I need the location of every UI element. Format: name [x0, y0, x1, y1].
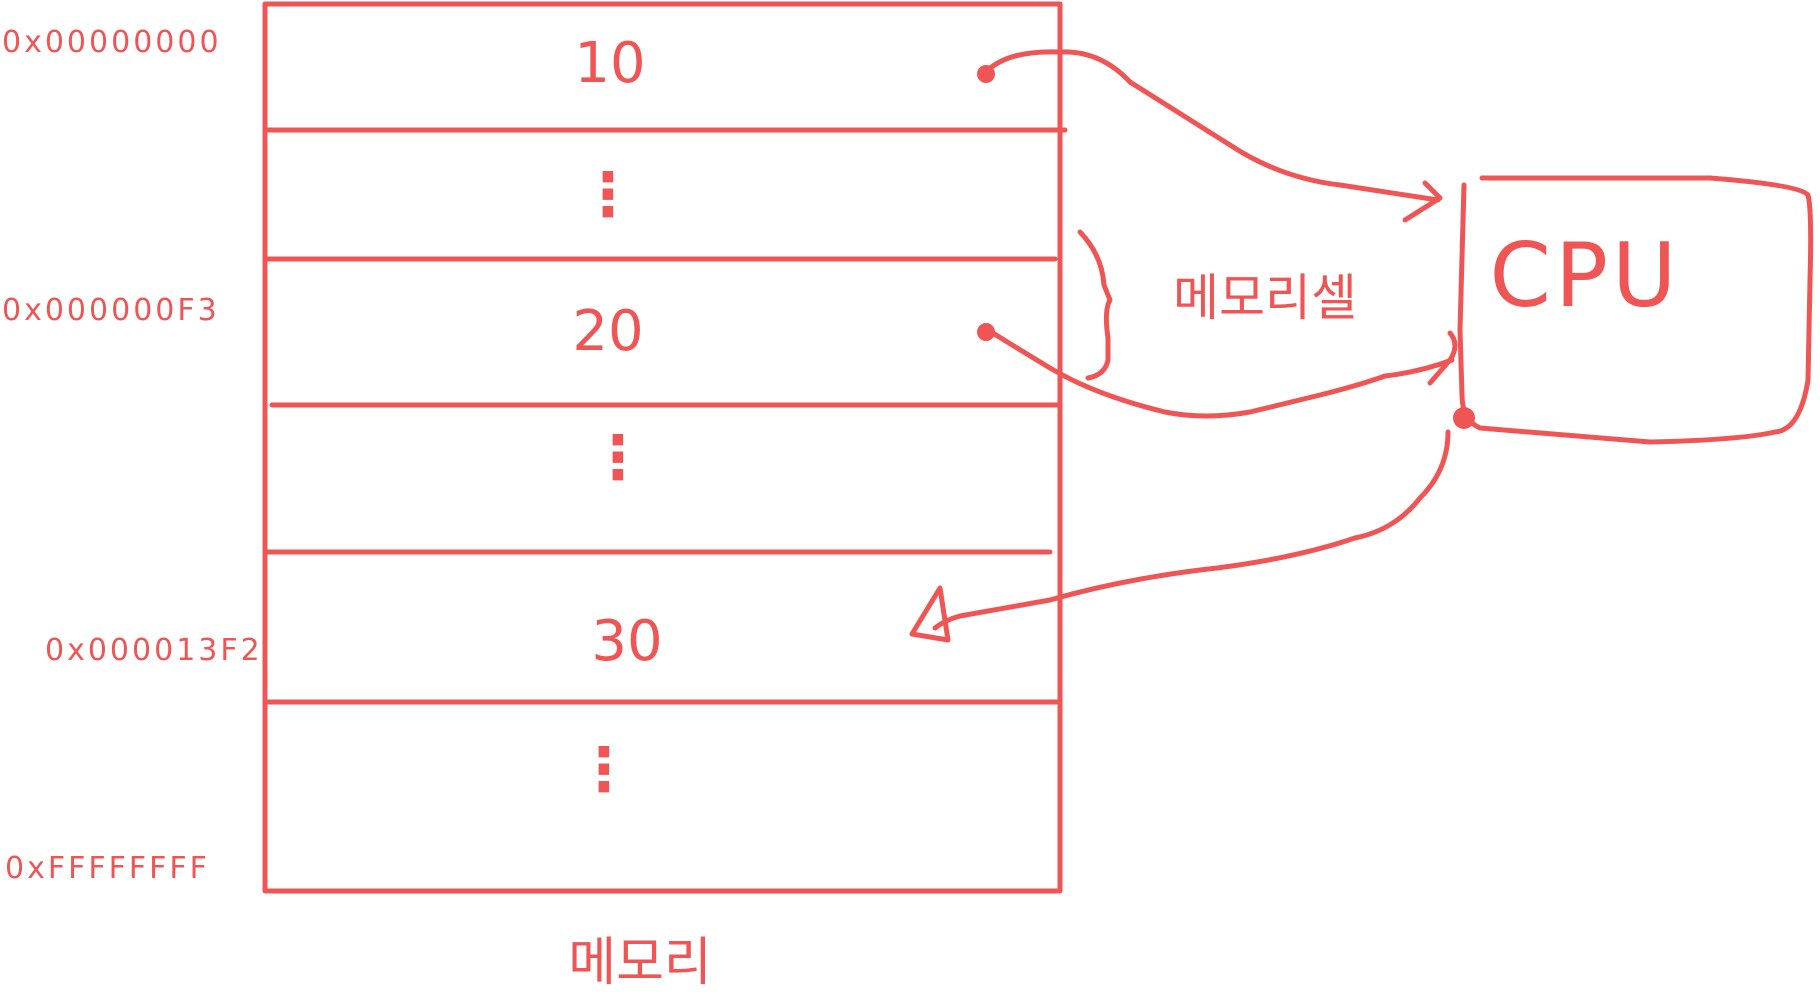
cell-value-1: 10: [574, 31, 645, 96]
memory-cell-label: 메모리셀: [1173, 269, 1357, 327]
memory-block-outline: [262, 1, 1063, 894]
arrow-cpu-to-cell-3: [932, 429, 1451, 631]
address-label-third: 0x000013F2: [45, 633, 263, 668]
cell-ellipsis-3: ⋮: [574, 735, 634, 805]
cell-value-2: 20: [572, 299, 643, 364]
arrow-origin-dot-cell-2: [977, 323, 995, 341]
memory-cell-brace: [1077, 229, 1113, 381]
address-label-start: 0x00000000: [2, 25, 222, 60]
address-label-end: 0xFFFFFFFF: [5, 851, 210, 886]
arrowhead-to-cpu-1: [1402, 180, 1443, 223]
arrow-cell-1-to-cpu: [985, 49, 1441, 203]
cpu-label: CPU: [1490, 224, 1681, 327]
memory-label: 메모리: [568, 933, 712, 993]
cell-ellipsis-2: ⋮: [588, 423, 648, 493]
arrow-origin-dot-cpu: [1453, 407, 1475, 429]
arrowhead-to-cpu-2: [1427, 330, 1458, 386]
cpu-box: [1457, 175, 1814, 445]
cell-value-3: 30: [591, 609, 662, 674]
arrowhead-to-cell-3: [909, 585, 951, 643]
address-label-second: 0x000000F3: [2, 293, 220, 328]
arrow-cell-2-to-cpu: [985, 327, 1455, 419]
cell-ellipsis-1: ⋮: [578, 160, 638, 230]
